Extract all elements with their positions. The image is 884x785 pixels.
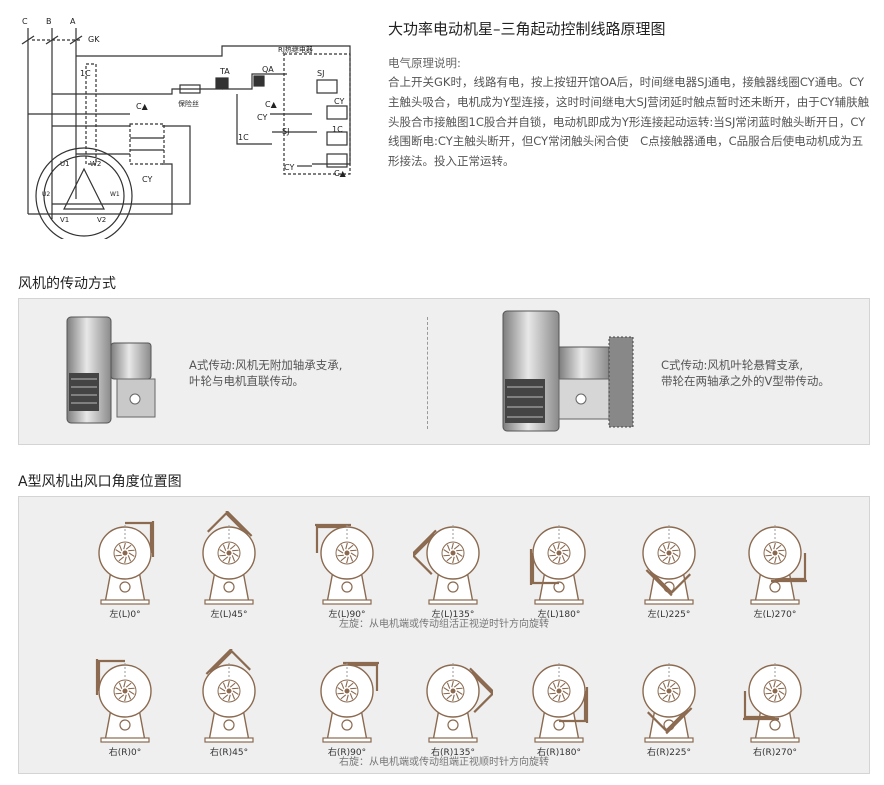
fan-left-270: 左(L)270° <box>735 511 815 620</box>
principle-text: 合上开关GK时，线路有电，按上按钮开馆OA后，时间继电器SJ通电，接触器线圈CY… <box>388 75 870 169</box>
label-u1: U1 <box>60 160 70 168</box>
fan-angle-label: 右(R)225° <box>647 748 691 758</box>
transmission-section-title: 风机的传动方式 <box>18 276 116 292</box>
label-ta: TA <box>219 67 230 76</box>
label-cy-main: CY <box>142 175 152 184</box>
fan-angle-label: 右(R)180° <box>537 748 581 758</box>
fan-angle-label: 左(L)0° <box>109 610 141 620</box>
fan-outlet-diagram <box>532 663 589 743</box>
outlet-angle-panel: 左(L)0° 左(L)45° 左(L)90° 左(L)135° 左(L)180° 左(L)… <box>18 496 870 774</box>
a-type-fan-illustration <box>66 316 156 424</box>
a-type-drive-description: A式传动:风机无附加轴承支承, 叶轮与电机直联传动。 <box>189 357 342 389</box>
fan-outlet-diagram <box>529 525 586 605</box>
star-delta-wiring-diagram: C B A GK RJ热继电器 SJ QA TA 保险丝 1C 1C 1C C▲… <box>21 17 351 239</box>
fan-outlet-diagram <box>426 663 493 743</box>
fan-left-0: 左(L)0° <box>85 511 165 620</box>
fan-outlet-diagram <box>202 649 256 743</box>
fan-outlet-diagram <box>413 525 480 605</box>
fan-right-135: 右(R)135° <box>413 649 493 758</box>
fan-left-45: 左(L)45° <box>189 511 269 620</box>
outlet-angle-section-title: A型风机出风口角度位置图 <box>18 474 182 490</box>
label-cy-ctrl: CY <box>257 113 267 122</box>
c-type-fan-illustration <box>502 310 634 432</box>
fan-outlet-diagram <box>202 511 256 605</box>
fan-angle-label: 左(L)270° <box>753 610 797 620</box>
label-v1: V1 <box>60 216 69 224</box>
label-c-delta-main: C▲ <box>136 102 149 111</box>
fan-left-225: 左(L)225° <box>629 511 709 620</box>
right-rotation-row: 右(R)0° 右(R)45° 右(R)90° 右(R)135° 右(R)180° 右(R)… <box>19 635 869 775</box>
fan-right-180: 右(R)180° <box>519 649 599 758</box>
label-c-delta-coil: C▲ <box>334 169 347 178</box>
fan-left-90: 左(L)90° <box>307 511 387 620</box>
label-sj-1: SJ <box>317 69 324 78</box>
label-u2: U2 <box>42 191 50 198</box>
label-w1: W1 <box>110 191 120 198</box>
fan-outlet-diagram <box>98 521 155 605</box>
label-c: C <box>22 17 28 26</box>
label-w2: W2 <box>90 160 101 168</box>
a-type-line-1: A式传动:风机无附加轴承支承, <box>189 358 343 372</box>
fan-angle-label: 左(L)180° <box>537 610 581 620</box>
a-type-line-2: 叶轮与电机直联传动。 <box>189 374 304 388</box>
fan-angle-label: 右(R)270° <box>753 748 797 758</box>
fan-outlet-diagram <box>743 663 802 743</box>
label-1c-coil: 1C <box>332 125 343 134</box>
fan-right-270: 右(R)270° <box>735 649 815 758</box>
label-rj: RJ热继电器 <box>278 45 313 54</box>
fan-angle-label: 右(R)45° <box>209 748 249 758</box>
fan-angle-label: 右(R)135° <box>431 748 475 758</box>
fan-outlet-diagram <box>320 661 379 743</box>
panel-divider <box>427 317 428 429</box>
c-type-line-2: 带轮在两轴承之外的V型带传动。 <box>661 374 830 388</box>
fan-left-180: 左(L)180° <box>519 511 599 620</box>
fan-right-90: 右(R)90° <box>307 649 387 758</box>
fan-outlet-diagram <box>315 523 374 605</box>
label-b: B <box>46 17 52 26</box>
fan-outlet-diagram <box>95 659 152 743</box>
label-sj-2: SJ <box>282 127 289 136</box>
fan-right-0: 右(R)0° <box>85 649 165 758</box>
document-title: 大功率电动机星–三角起动控制线路原理图 <box>388 20 666 38</box>
label-cy-bottom: CY <box>284 163 294 172</box>
label-fuse: 保险丝 <box>178 99 199 108</box>
left-rotation-note: 左旋：从电机端或传动组活正视逆时针方向旋转 <box>339 619 549 630</box>
c-type-drive-description: C式传动:风机叶轮悬臂支承, 带轮在两轴承之外的V型带传动。 <box>661 357 830 389</box>
principle-label: 电气原理说明: <box>388 56 461 70</box>
fan-right-45: 右(R)45° <box>189 649 269 758</box>
fan-angle-label: 左(L)135° <box>431 610 475 620</box>
label-a: A <box>70 17 76 26</box>
fan-angle-label: 左(L)90° <box>328 610 366 620</box>
fan-outlet-diagram <box>642 663 696 743</box>
fan-angle-label: 右(R)0° <box>108 748 142 758</box>
right-rotation-note: 右旋：从电机端或传动组端正视顺时针方向旋转 <box>339 757 549 768</box>
label-v2: V2 <box>97 216 106 224</box>
fan-angle-label: 左(L)225° <box>647 610 691 620</box>
fan-angle-label: 左(L)45° <box>210 610 248 620</box>
label-cy-coil: CY <box>334 97 344 106</box>
label-1c-ctrl: 1C <box>238 133 249 142</box>
label-gk: GK <box>88 35 100 44</box>
label-qa: QA <box>262 65 274 74</box>
left-rotation-row: 左(L)0° 左(L)45° 左(L)90° 左(L)135° 左(L)180° 左(L)… <box>19 497 869 637</box>
fan-right-225: 右(R)225° <box>629 649 709 758</box>
fan-outlet-diagram <box>748 525 807 605</box>
label-c-delta-ctrl: C▲ <box>265 100 278 109</box>
fan-left-135: 左(L)135° <box>413 511 493 620</box>
fan-outlet-diagram <box>642 525 696 605</box>
fan-angle-label: 右(R)90° <box>327 748 367 758</box>
transmission-panel: A式传动:风机无附加轴承支承, 叶轮与电机直联传动。 C式传动:风机叶轮悬臂支承… <box>18 298 870 445</box>
c-type-line-1: C式传动:风机叶轮悬臂支承, <box>661 358 804 372</box>
label-1c-main: 1C <box>80 69 91 78</box>
